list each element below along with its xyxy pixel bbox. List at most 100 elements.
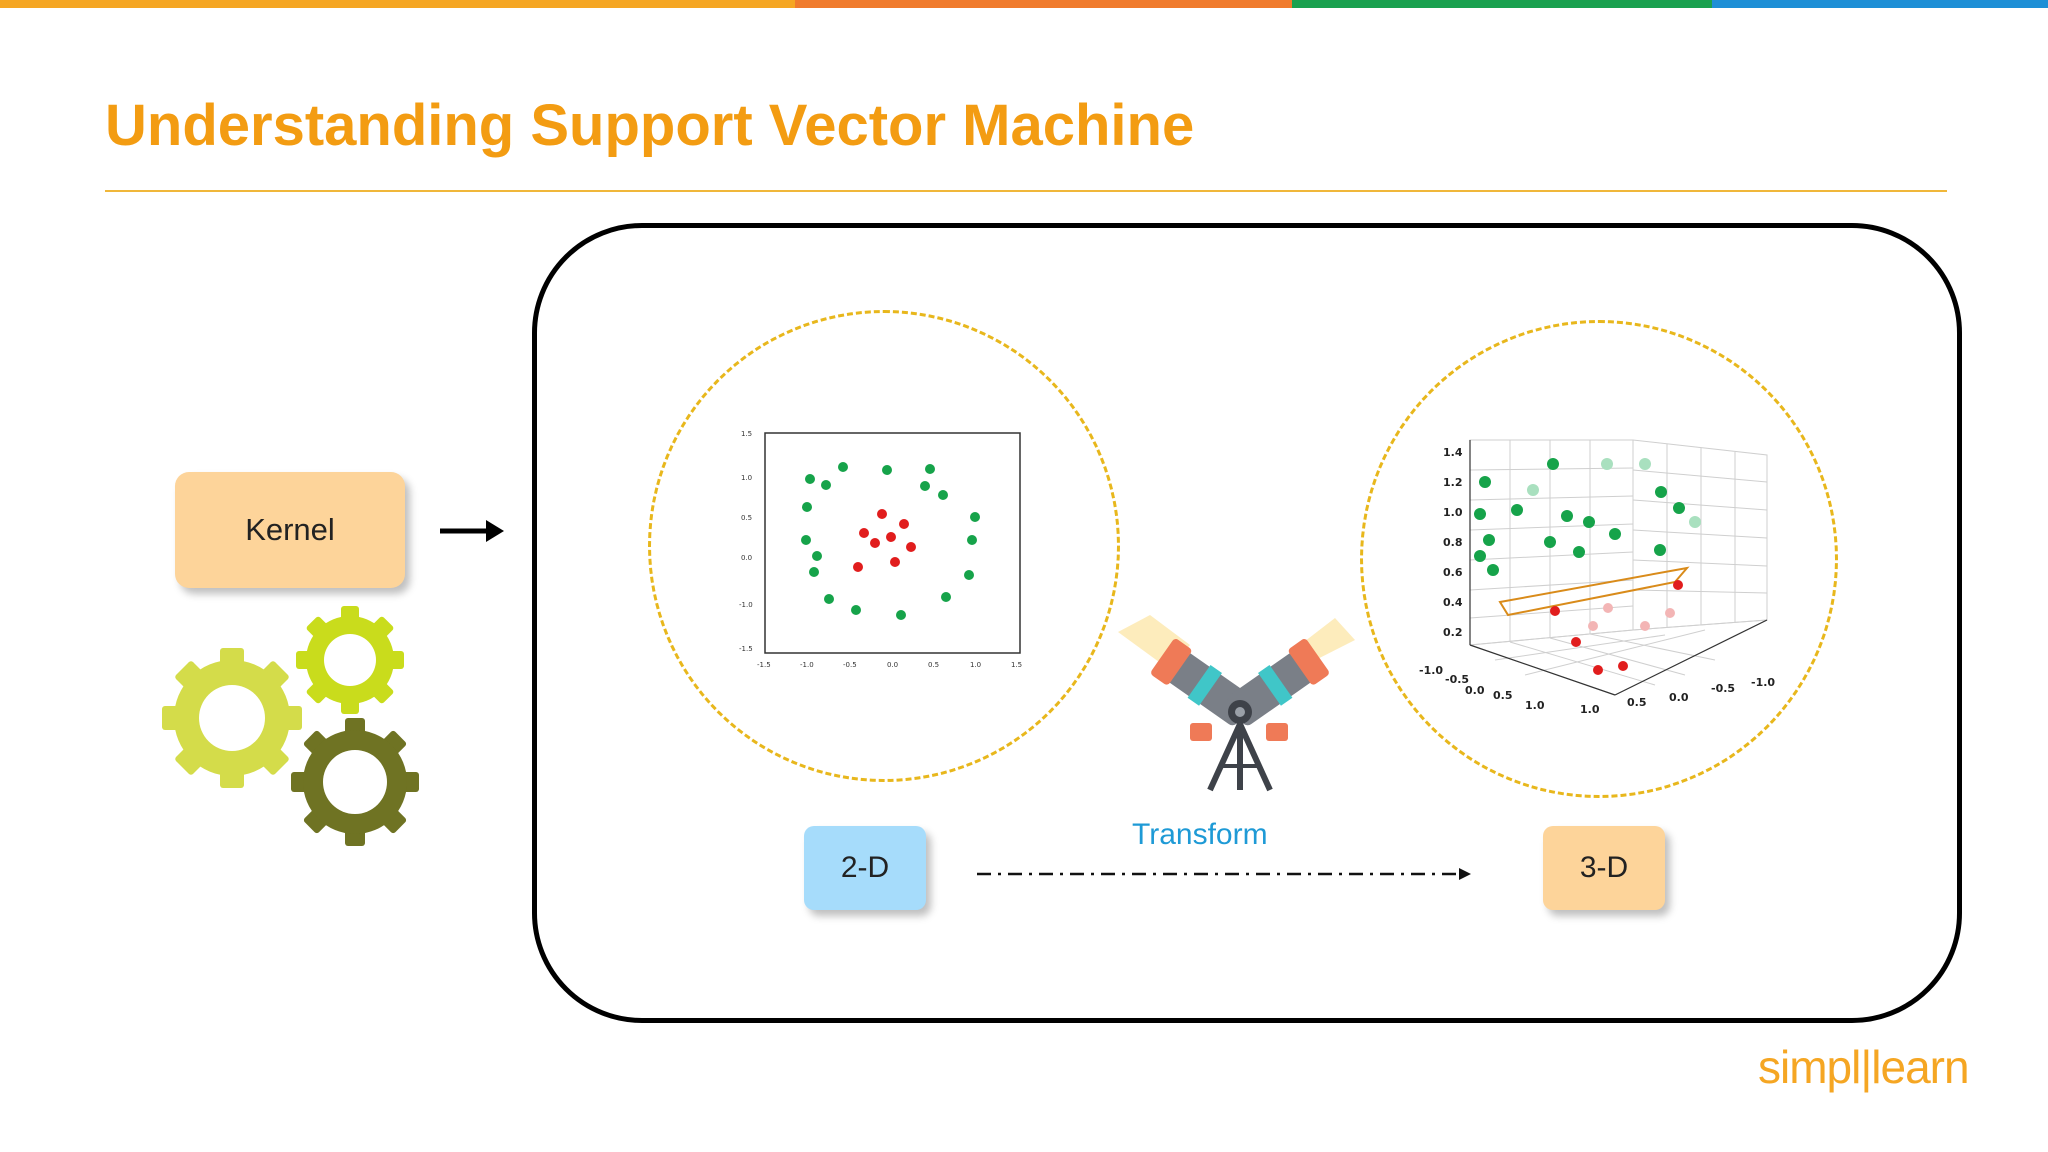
box-2d: 2-D [804, 826, 926, 910]
plot2d-ytick: 1.0 [741, 474, 752, 482]
red-point [853, 562, 863, 572]
green-point [1583, 516, 1595, 528]
green-point [1673, 502, 1685, 514]
green-point [821, 480, 831, 490]
green-point [964, 570, 974, 580]
green-point [805, 474, 815, 484]
plot-2d-circle [648, 310, 1120, 782]
plot2d-xtick: 0.0 [887, 661, 898, 669]
plot-2d: 1.5 1.0 0.5 0.0 -1.0 -1.5 -1.5 -1.0 -0.5… [739, 430, 1022, 669]
red-point [859, 528, 869, 538]
red-point [890, 557, 900, 567]
plot2d-ytick: 0.5 [741, 514, 752, 522]
green-point [1655, 486, 1667, 498]
green-point [851, 605, 861, 615]
separating-plane [1498, 566, 1690, 617]
gear-bright-icon [296, 606, 404, 714]
plot3d-ztick: 1.0 [1443, 506, 1463, 519]
green-point [1479, 476, 1491, 488]
plot3d-ztick: 0.4 [1443, 596, 1463, 609]
plot3d-xtick: 1.0 [1525, 699, 1545, 712]
top-bar-segment-orange [0, 0, 795, 8]
plot-3d: 1.4 1.2 1.0 0.8 0.6 0.4 0.2 -1.0 -0.5 0.… [1419, 439, 1775, 716]
gears-icon [162, 606, 419, 846]
logo-left-text: simpl [1758, 1041, 1861, 1093]
plot3d-ytick: 1.0 [1580, 703, 1600, 716]
plot3d-xtick: -1.0 [1419, 664, 1443, 677]
green-point [801, 535, 811, 545]
faded-red-point [1588, 621, 1598, 631]
green-point [824, 594, 834, 604]
box-3d: 3-D [1543, 826, 1665, 910]
green-point [1544, 536, 1556, 548]
red-point [1593, 665, 1603, 675]
plot3d-ztick: 0.2 [1443, 626, 1463, 639]
green-point [920, 481, 930, 491]
box-2d-label: 2-D [840, 851, 890, 884]
green-point [882, 465, 892, 475]
green-point [938, 490, 948, 500]
green-point [1547, 458, 1559, 470]
kernel-box: Kernel [175, 472, 405, 588]
red-point [906, 542, 916, 552]
kernel-label: Kernel [245, 512, 335, 547]
green-point [802, 502, 812, 512]
faded-green-point [1639, 458, 1651, 470]
plot3d-grid [1469, 439, 1768, 696]
plot2d-ytick: -1.5 [739, 645, 753, 653]
green-point [1609, 528, 1621, 540]
green-point [809, 567, 819, 577]
plot2d-xtick: 1.5 [1011, 661, 1022, 669]
green-point [1483, 534, 1495, 546]
plot2d-xtick: 0.5 [928, 661, 939, 669]
plot2d-xtick: -1.0 [800, 661, 814, 669]
green-point [838, 462, 848, 472]
faded-green-point [1527, 484, 1539, 496]
gear-dark-icon [291, 718, 419, 846]
plot2d-xtick: 1.0 [970, 661, 981, 669]
green-point [1474, 508, 1486, 520]
faded-green-point [1689, 516, 1701, 528]
top-color-bar [0, 0, 2048, 8]
slide-title: Understanding Support Vector Machine [105, 93, 1195, 158]
green-point [1487, 564, 1499, 576]
plot2d-ytick: -1.0 [739, 601, 753, 609]
green-point [1561, 510, 1573, 522]
red-point [1571, 637, 1581, 647]
telescope-icon [1118, 615, 1355, 792]
transform-frame [532, 223, 1962, 1023]
green-point [970, 512, 980, 522]
top-bar-segment-green [1292, 0, 1712, 8]
box-3d-label: 3-D [1579, 851, 1629, 884]
plot2d-xtick: -1.5 [757, 661, 771, 669]
red-point [886, 532, 896, 542]
red-point [877, 509, 887, 519]
red-point [1618, 661, 1628, 671]
green-point [812, 551, 822, 561]
plot3d-ztick: 1.4 [1443, 446, 1463, 459]
plot2d-ytick: 1.5 [741, 430, 752, 438]
dash-dot-arrow-icon [977, 868, 1471, 880]
transform-label: Transform [1132, 818, 1268, 851]
plot3d-ztick: 0.6 [1443, 566, 1463, 579]
plot3d-ztick: 1.2 [1443, 476, 1463, 489]
plot3d-xtick: 0.5 [1493, 689, 1513, 702]
faded-green-point [1601, 458, 1613, 470]
red-point [899, 519, 909, 529]
red-point [1550, 606, 1560, 616]
green-point [1654, 544, 1666, 556]
green-point [896, 610, 906, 620]
simplilearn-logo: simpl|learn [1758, 1041, 1970, 1093]
gear-light-icon [162, 648, 302, 788]
red-point [870, 538, 880, 548]
green-point [1511, 504, 1523, 516]
faded-red-point [1640, 621, 1650, 631]
green-point [967, 535, 977, 545]
green-point [941, 592, 951, 602]
green-point [1474, 550, 1486, 562]
green-point [925, 464, 935, 474]
top-bar-segment-red-orange [795, 0, 1292, 8]
plot3d-xtick: -0.5 [1445, 673, 1469, 686]
plot-3d-circle [1360, 320, 1838, 798]
top-bar-segment-blue [1712, 0, 2048, 8]
